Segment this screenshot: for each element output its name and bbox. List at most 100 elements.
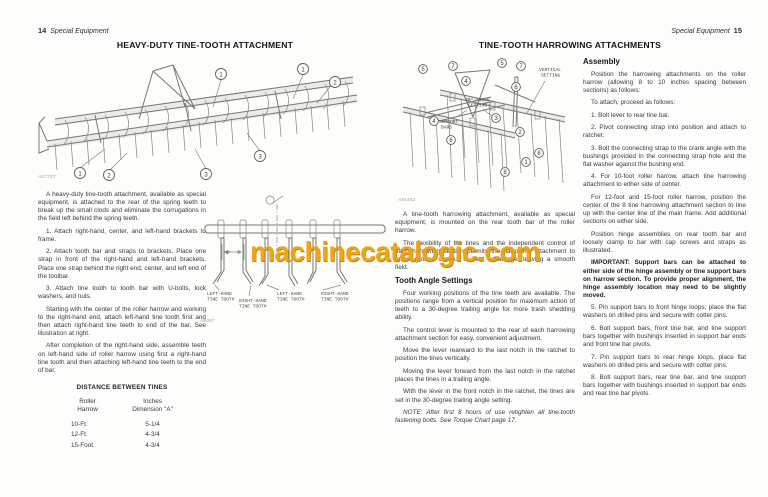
svg-text:4: 4	[464, 79, 468, 85]
svg-text:TINE TOOTH: TINE TOOTH	[207, 297, 235, 303]
callout-3a: 3	[200, 168, 212, 180]
callout-2: 2	[515, 127, 525, 137]
paragraph: Moving the lever forward from the last n…	[395, 367, 575, 383]
callout-4b: 4	[429, 116, 439, 126]
svg-text:7: 7	[451, 64, 455, 70]
tine-spacing-illustration: "A" LEFT-HAND TINE TOOTH RIGHT-HAND TINE…	[204, 195, 386, 310]
callout-3b: 3	[254, 150, 266, 162]
callout-7a: 7	[448, 61, 458, 71]
step-item: 3. Attach tine tooth to tooth bar with U…	[38, 285, 206, 301]
callout-8b: 8	[500, 167, 510, 177]
paragraph: With the lever in the front notch in the…	[395, 388, 575, 404]
paragraph: The control lever is mounted to the rear…	[395, 326, 575, 342]
step-item: 3. Bolt the connecting strap to the cran…	[583, 144, 746, 168]
paragraph: Move the lever rearward to the last notc…	[395, 347, 575, 363]
step-item: 2. Attach tooth bar and straps to bracke…	[38, 248, 206, 280]
running-head-right: Special Equipment	[671, 28, 730, 35]
svg-text:8: 8	[537, 151, 541, 157]
callout-5b: 5	[497, 58, 507, 68]
svg-text:BARS: BARS	[441, 125, 452, 131]
callout-7b: 7	[516, 61, 526, 71]
callout-1b: 1	[297, 63, 309, 75]
label-angle-setting: 30° ANGLE SETTING	[465, 97, 490, 109]
svg-text:2: 2	[333, 80, 337, 86]
callout-1: 1	[521, 157, 531, 167]
step-item: 1. Attach right-hand, center, and left-h…	[38, 227, 206, 243]
diagram-label-right-hand-1: RIGHT-HAND TINE TOOTH	[239, 298, 267, 310]
svg-text:SUPPORT: SUPPORT	[439, 119, 459, 125]
note-paragraph: NOTE: After first 8 hours of use retight…	[395, 409, 575, 425]
callout-1c: 1	[74, 167, 86, 179]
callout-1a: 1	[215, 68, 227, 80]
svg-text:LEFT-HAND: LEFT-HAND	[207, 291, 232, 297]
running-head-left: Special Equipment	[50, 28, 109, 35]
svg-text:8: 8	[503, 170, 507, 176]
step-item: 4. For 10-foot roller harrow, attach tin…	[583, 173, 746, 189]
page-number-right: 15	[733, 26, 742, 35]
table-title: DISTANCE BETWEEN TINES	[76, 383, 168, 391]
attachment-photo-id: A81442	[398, 197, 416, 202]
callout-6b: 6	[446, 135, 456, 145]
paragraph: After completion of the right-hand side,…	[38, 342, 206, 374]
left-page-title: HEAVY-DUTY TINE-TOOTH ATTACHMENT	[116, 40, 294, 50]
svg-text:1: 1	[524, 160, 528, 166]
callout-5a: 5	[418, 64, 428, 74]
callout-2a: 2	[329, 76, 341, 88]
callout-3: 3	[491, 113, 501, 123]
diagram-label-right-hand-2: RIGHT-HAND TINE TOOTH	[321, 291, 349, 303]
label-vertical-setting: VERTICAL SETTING	[539, 67, 561, 79]
callout-4a: 4	[461, 76, 471, 86]
right-page-right-column: Assembly Position the harrowing attachme…	[583, 57, 746, 403]
svg-text:2: 2	[518, 130, 522, 136]
step-item: 5. Pin support bars to front hinge loops…	[583, 304, 746, 320]
figure-heavy-duty-harrow: 1 1 2 1 2 3 3	[35, 57, 375, 181]
page-number-left: 14	[38, 26, 47, 35]
step-item: 6. Bolt support bars, front tine bar, an…	[583, 324, 746, 349]
table-row: 12-Ft.4-3/4	[71, 431, 160, 439]
svg-text:SETTING: SETTING	[468, 103, 488, 109]
paragraph: A tine-tooth harrowing attachment, avail…	[395, 211, 575, 235]
assembly-heading: Assembly	[583, 57, 620, 66]
figure-tine-spacing-diagram: "A" LEFT-HAND TINE TOOTH RIGHT-HAND TINE…	[204, 192, 386, 316]
table-col-header: Roller Harrow	[77, 397, 98, 413]
distance-between-tines-table: DISTANCE BETWEEN TINES Roller Harrow Inc…	[47, 384, 197, 452]
callout-2b: 2	[103, 169, 115, 181]
paragraph: To attach, proceed as follows:	[591, 99, 676, 107]
table-col-header: Inches Dimension "A"	[132, 397, 173, 413]
svg-text:3: 3	[494, 116, 498, 122]
paragraph: Position hinge assemblies on rear tooth …	[583, 230, 746, 254]
svg-text:5: 5	[421, 67, 425, 73]
svg-text:LEFT-HAND: LEFT-HAND	[277, 291, 302, 297]
svg-text:6: 6	[449, 138, 453, 144]
svg-text:VERTICAL: VERTICAL	[539, 67, 561, 73]
dimension-a-label: "A"	[223, 252, 231, 257]
paragraph: The flexibility of the tines and the ind…	[395, 239, 575, 271]
svg-text:TINE TOOTH: TINE TOOTH	[321, 297, 349, 303]
tooth-angle-settings-heading: Tooth Angle Settings	[395, 276, 473, 286]
important-paragraph: IMPORTANT: Support bars can be attached …	[583, 259, 746, 299]
svg-text:3: 3	[204, 172, 208, 178]
paragraph: Position the harrowing attachments on th…	[583, 70, 746, 94]
figure-photo-id: A27727	[38, 174, 56, 179]
paragraph: A heavy-duty tine-tooth attachment, avai…	[38, 191, 206, 223]
svg-text:TINE TOOTH: TINE TOOTH	[277, 297, 305, 303]
paragraph: Starting with the center of the roller h…	[38, 305, 206, 337]
label-support-bars: SUPPORT BARS	[439, 119, 459, 131]
callout-6a: 6	[511, 82, 521, 92]
step-item: 1. Bolt lever to rear tine bar.	[591, 111, 670, 119]
running-header-right: Special Equipment 15	[671, 26, 742, 35]
diagram-label-left-hand-1: LEFT-HAND TINE TOOTH	[207, 291, 235, 303]
step-item: 8. Bolt support bars, rear tine bar, and…	[583, 374, 746, 398]
svg-text:5: 5	[500, 61, 504, 67]
figure-harrowing-attachment: VERTICAL SETTING 30° ANGLE SETTING SUPPO…	[395, 55, 580, 200]
svg-text:3: 3	[258, 154, 262, 160]
svg-text:1: 1	[78, 171, 82, 177]
table-row: 15-Foot.4-3/4	[71, 441, 160, 449]
step-item: 2. Pivot connecting strap into position …	[583, 124, 746, 140]
diagram-photo-id: A8087	[200, 318, 215, 323]
table-row: 10-Ft.5-1/4	[71, 420, 160, 428]
attachment-illustration: VERTICAL SETTING 30° ANGLE SETTING SUPPO…	[402, 58, 566, 192]
right-page-title: TINE-TOOTH HARROWING ATTACHMENTS	[478, 40, 662, 50]
page-left: 14 Special Equipment HEAVY-DUTY TINE-TOO…	[25, 0, 386, 497]
